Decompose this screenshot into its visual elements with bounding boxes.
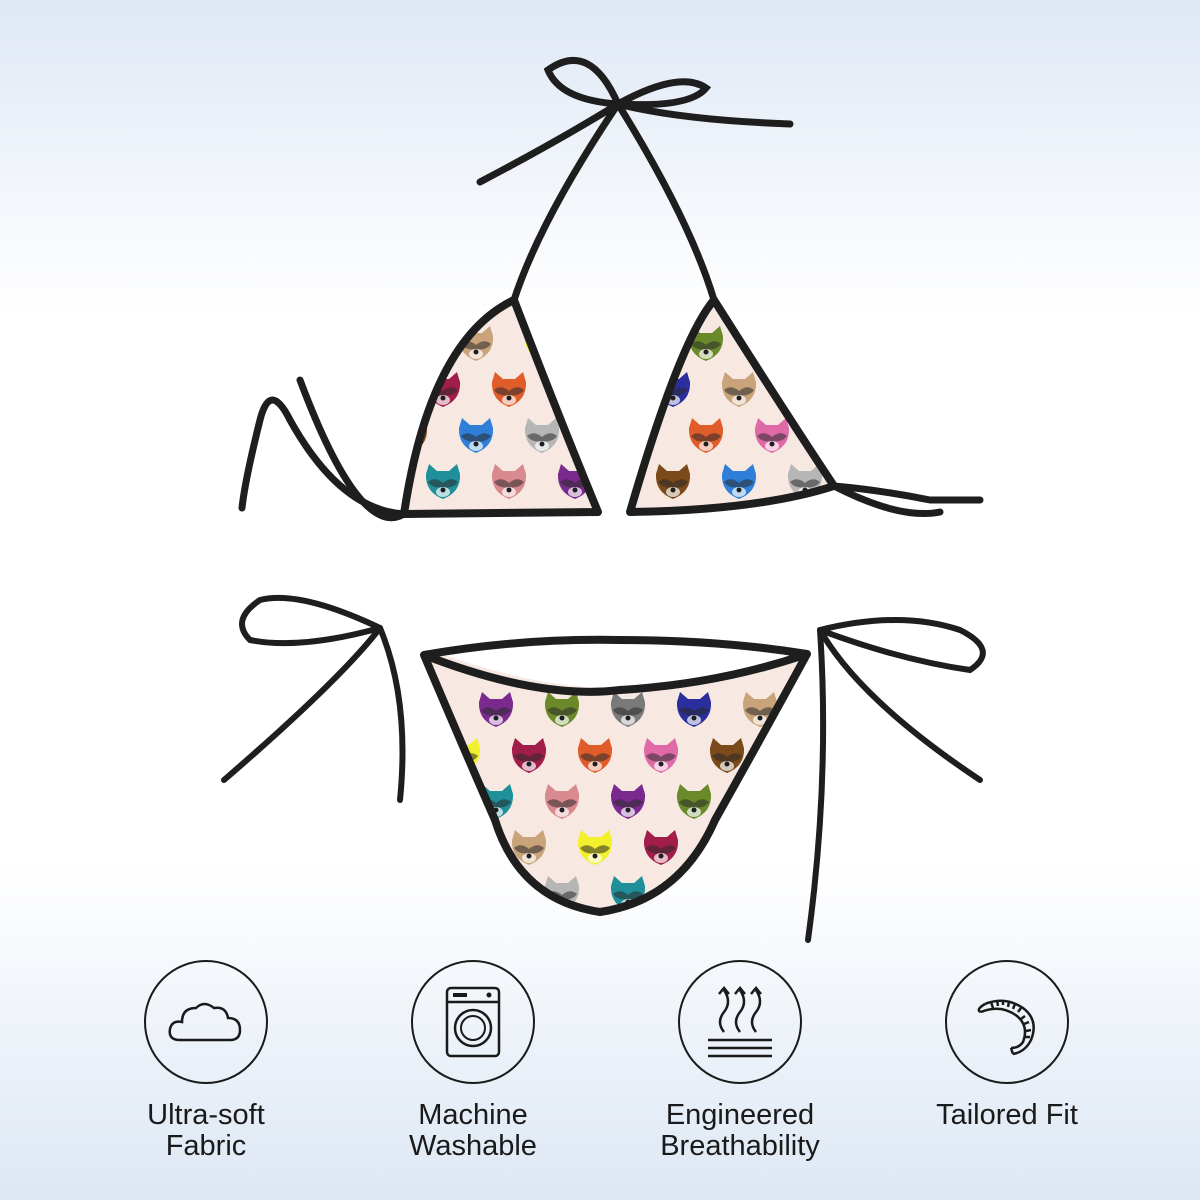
top-left-cup <box>400 296 602 518</box>
features-row: Ultra-soft Fabric Machine Washable <box>0 960 1200 1200</box>
feature-icon-circle <box>945 960 1069 1084</box>
feature-label: Ultra-soft Fabric <box>147 1099 265 1162</box>
raccoon-face-motif <box>709 830 745 865</box>
raccoon-face-motif <box>577 830 613 865</box>
feature-label: Tailored Fit <box>936 1099 1078 1131</box>
feature-icon-circle <box>411 960 535 1084</box>
raccoon-face-motif <box>544 692 580 727</box>
raccoon-face-motif <box>424 784 448 819</box>
top-right-cup <box>626 296 838 516</box>
raccoon-face-motif <box>524 418 560 453</box>
raccoon-face-motif <box>478 692 514 727</box>
raccoon-face-motif <box>754 510 790 512</box>
raccoon-face-motif <box>577 738 613 773</box>
feature-machine-washable: Machine Washable <box>353 960 593 1162</box>
raccoon-face-motif <box>676 876 712 911</box>
raccoon-face-motif <box>458 418 494 453</box>
raccoon-face-motif <box>754 326 790 361</box>
feature-label: Machine Washable <box>409 1099 537 1162</box>
raccoon-face-motif <box>688 326 724 361</box>
raccoon-face-motif <box>742 876 778 911</box>
raccoon-face-motif <box>445 830 481 865</box>
feature-engineered-breathability: Engineered Breathability <box>620 960 860 1162</box>
raccoon-face-motif <box>425 464 461 499</box>
raccoon-face-motif <box>676 784 712 819</box>
breathability-icon <box>708 986 772 1058</box>
raccoon-face-motif <box>676 692 712 727</box>
tape-measure-icon <box>977 999 1035 1056</box>
raccoon-face-motif <box>511 830 547 865</box>
bikini-bottom <box>221 595 986 943</box>
halter-straps <box>238 57 984 522</box>
raccoon-face-motif <box>630 326 658 361</box>
raccoon-face-motif <box>655 464 691 499</box>
raccoon-face-motif <box>688 510 724 512</box>
raccoon-face-motif <box>478 876 514 911</box>
side-ties <box>221 595 986 943</box>
bikini-product-image <box>221 57 986 943</box>
raccoon-face-motif <box>775 830 807 865</box>
raccoon-face-motif <box>688 418 724 453</box>
raccoon-face-motif <box>643 830 679 865</box>
feature-label: Engineered Breathability <box>660 1099 820 1162</box>
raccoon-face-motif <box>754 418 790 453</box>
raccoon-face-motif <box>424 876 448 911</box>
bikini-top <box>238 57 984 522</box>
raccoon-face-motif <box>775 738 807 773</box>
raccoon-face-motif <box>511 738 547 773</box>
raccoon-face-motif <box>404 326 428 361</box>
raccoon-face-motif <box>709 738 745 773</box>
raccoon-face-motif <box>557 372 593 407</box>
washing-machine-icon <box>445 986 501 1058</box>
raccoon-face-motif <box>787 372 823 407</box>
feature-tailored-fit: Tailored Fit <box>887 960 1127 1131</box>
raccoon-face-motif <box>721 372 757 407</box>
raccoon-face-motif <box>742 784 778 819</box>
raccoon-face-motif <box>721 464 757 499</box>
raccoon-face-motif <box>643 738 679 773</box>
feature-ultra-soft-fabric: Ultra-soft Fabric <box>86 960 326 1162</box>
raccoon-face-motif <box>491 372 527 407</box>
raccoon-face-motif <box>491 464 527 499</box>
feature-icon-circle <box>144 960 268 1084</box>
raccoon-face-motif <box>610 692 646 727</box>
feature-icon-circle <box>678 960 802 1084</box>
raccoon-face-motif <box>544 784 580 819</box>
raccoon-face-motif <box>610 784 646 819</box>
cloud-icon <box>168 1002 242 1042</box>
